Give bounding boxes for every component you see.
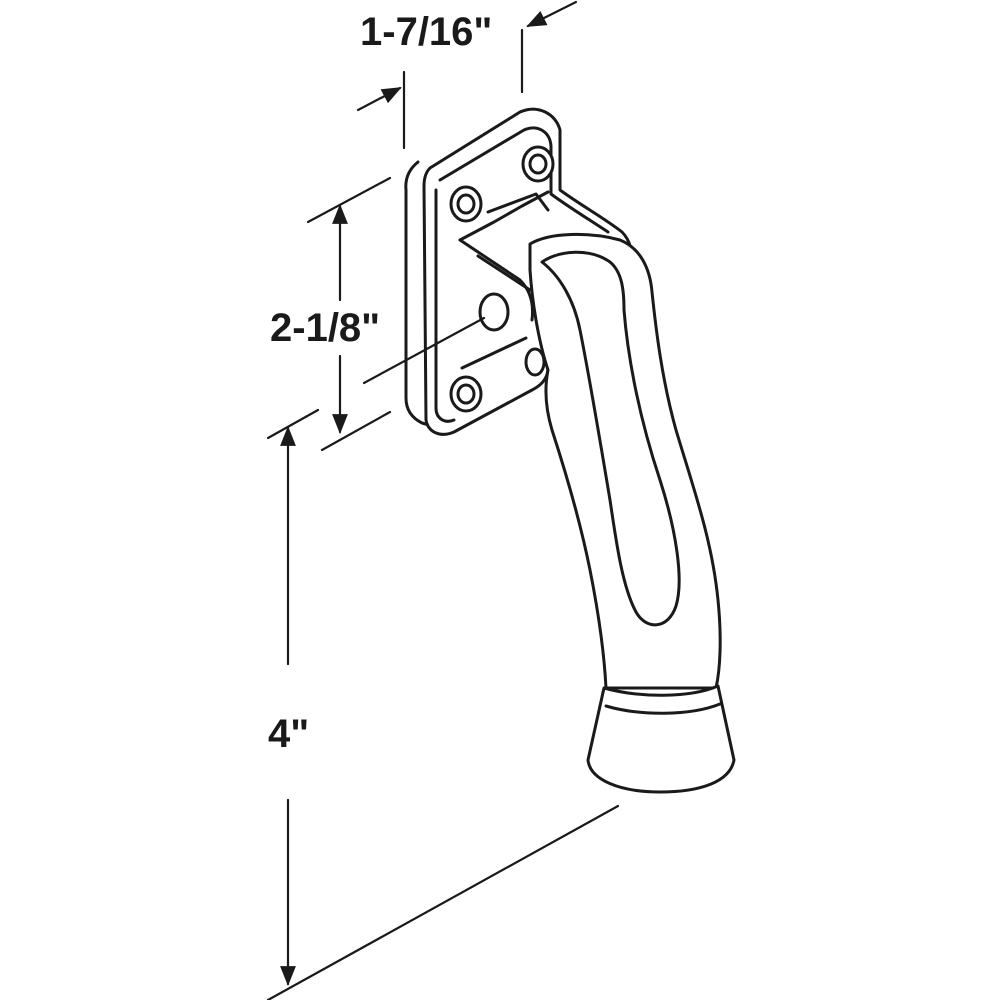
screw-hole-bottom-left: [449, 375, 483, 413]
height-extension-top: [306, 176, 392, 224]
width-dimension-label: 1-7/16": [360, 10, 493, 54]
screw-hole-top-right: [521, 145, 555, 183]
width-arrow-left: [356, 86, 402, 112]
center-leader: [362, 316, 486, 385]
length-extension-top: [266, 408, 320, 440]
width-arrow-right: [526, 0, 578, 28]
screw-hole-top-left: [449, 185, 483, 223]
center-hole: [478, 292, 510, 332]
mounting-height-dimension-label: 2-1/8": [270, 306, 381, 350]
screw-holes: [449, 145, 555, 413]
bracket-yoke: [458, 190, 550, 370]
height-extension-bottom: [320, 410, 392, 452]
dimension-lines: [266, 0, 620, 1000]
screw-hole-bottom-right: [524, 347, 546, 377]
length-dimension-label: 4": [268, 712, 310, 756]
length-extension-bottom: [266, 804, 620, 1000]
rubber-tip: [586, 684, 736, 794]
stop-arm: [528, 232, 722, 690]
